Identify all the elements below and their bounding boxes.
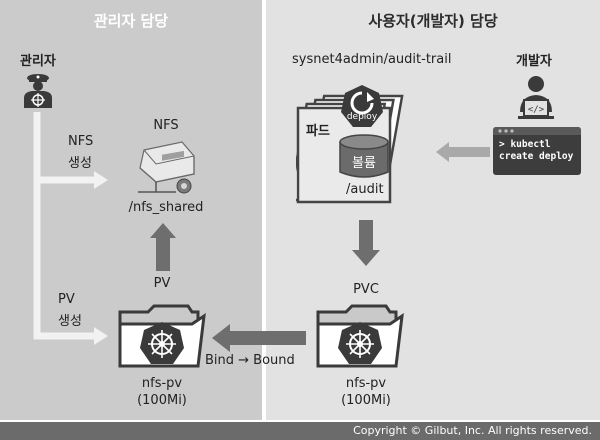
deployment-name: sysnet4admin/audit-trail [292, 52, 452, 67]
volume-label: 볼륨 [352, 156, 376, 171]
admin-role-label: 관리자 [20, 54, 56, 69]
pv-title: PV [153, 276, 171, 291]
pvc-title: PVC [353, 282, 379, 297]
pvc-folder-icon [316, 304, 404, 368]
terminal-line-2: create deploy [499, 151, 574, 162]
pvc-size: (100Mi) [341, 393, 391, 408]
developer-role-label: 개발자 [516, 54, 552, 69]
terminal-dots-icon [498, 129, 514, 133]
nfs-create-label-2: 생성 [68, 156, 92, 171]
pvc-name: nfs-pv [345, 376, 387, 391]
svg-text:</>: </> [528, 105, 545, 115]
deploy-badge-label: deploy [346, 112, 378, 122]
deploy-icon [341, 85, 383, 127]
admin-icon [24, 74, 52, 108]
admin-arrows [33, 112, 108, 345]
terminal-to-pod-arrow [436, 142, 490, 162]
mount-path-label: /audit [346, 182, 384, 197]
pv-create-label-1: PV [58, 292, 75, 307]
terminal-command: > kubectl create deploy [499, 139, 573, 163]
nfs-title: NFS [153, 118, 179, 133]
nfs-create-label-1: NFS [68, 134, 94, 149]
nfs-path-label: /nfs_shared [128, 200, 204, 215]
terminal-titlebar [493, 127, 581, 135]
pv-create-label-2: 생성 [58, 314, 82, 329]
pod-to-pvc-arrow [352, 220, 380, 266]
developer-icon: </> [518, 76, 554, 119]
terminal-line-1: > kubectl [499, 139, 551, 150]
admin-section-title: 관리자 담당 [93, 12, 169, 30]
pv-name: nfs-pv [141, 376, 183, 391]
pod-label: 파드 [306, 124, 330, 139]
copyright-footer: Copyright © Gilbut, Inc. All rights rese… [0, 422, 600, 440]
pv-to-nfs-arrow [150, 223, 176, 271]
volume-cylinder-icon [339, 134, 389, 178]
pv-folder-icon [118, 304, 206, 368]
bind-label: Bind → Bound [205, 353, 295, 368]
pv-size: (100Mi) [137, 393, 187, 408]
terminal-window: > kubectl create deploy [493, 127, 581, 175]
nfs-server-icon [138, 141, 195, 194]
bind-arrow [212, 324, 306, 352]
developer-section-title: 사용자(개발자) 담당 [368, 12, 498, 30]
